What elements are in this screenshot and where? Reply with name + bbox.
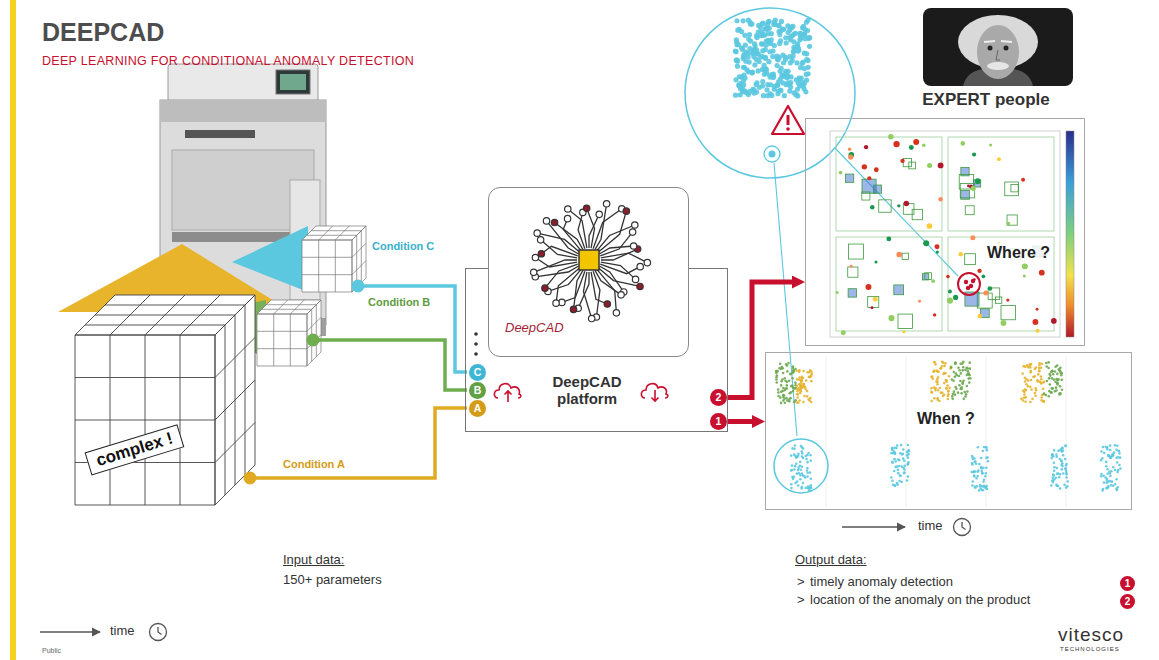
data-cubes [75, 226, 366, 505]
accent-bar [10, 0, 16, 660]
slide-title: DEEPCAD [42, 18, 164, 47]
wire-dot [244, 472, 257, 485]
wire-dot [352, 280, 365, 293]
axis-label: time [110, 624, 135, 639]
bullet-mark: > [797, 575, 805, 590]
node-text: B [469, 382, 486, 399]
node-text: A [469, 400, 486, 417]
model-box: DeepCAD [488, 187, 689, 357]
node-text: 1 [710, 413, 727, 430]
condition-label: Condition B [368, 296, 430, 309]
node-text: When ? [914, 409, 978, 428]
output-arrow [727, 282, 792, 398]
node-text: C [469, 364, 486, 381]
output-item: timely anomaly detection [810, 575, 953, 590]
classification-note: Public [42, 647, 61, 655]
input-port: B [469, 382, 486, 399]
subtitle: DEEP LEARNING FOR CONDITIONAL ANOMALY DE… [42, 54, 414, 68]
node-text: DeepCAD platform [532, 373, 642, 408]
data-cube [75, 295, 255, 505]
node-text: EXPERT people [895, 90, 1077, 110]
anomaly-timeline [774, 357, 1122, 507]
bullet-mark: > [797, 593, 805, 608]
company-logo-sub: TECHNOLOGIES [1060, 646, 1120, 653]
expert-portrait [923, 8, 1073, 86]
node-illustration [766, 353, 1133, 511]
company-logo: vitesco [1058, 624, 1124, 646]
product-heatmap [830, 131, 1074, 337]
output-arrow [727, 419, 752, 424]
node-text: DeepCAD [505, 320, 564, 336]
callout-number: 1 [1120, 576, 1135, 591]
condition-wires [250, 286, 467, 478]
output-item: location of the anomaly on the product [810, 593, 1030, 608]
section-heading: Input data: [283, 553, 344, 568]
condition-label: Condition C [372, 240, 434, 253]
input-port: C [469, 364, 486, 381]
heatmap-panel: Where ? [805, 118, 1085, 346]
time-axis [40, 519, 971, 641]
more-inputs-dots [474, 332, 478, 356]
upload-cloud-icon [494, 384, 520, 402]
zoom-leader-lines [774, 148, 958, 436]
axis-label: time [918, 519, 943, 534]
input-description: 150+ parameters [283, 573, 382, 588]
timeline-panel: When ? [765, 352, 1132, 510]
output-port: 1 [710, 413, 727, 430]
node-text: 2 [710, 389, 727, 406]
input-port: A [469, 400, 486, 417]
projection-wedge [232, 226, 308, 292]
wire-dot [307, 334, 320, 347]
platform-box: DeepCAD platform DeepCAD CBA 2 1 [465, 268, 728, 432]
expert-photo: EXPERT people [895, 8, 1081, 118]
section-heading: Output data: [795, 553, 867, 568]
callout-number: 2 [1120, 594, 1135, 609]
output-port: 2 [710, 389, 727, 406]
neural-network-icon [530, 201, 650, 322]
node-text: Where ? [984, 243, 1053, 262]
data-cube [257, 300, 321, 366]
data-cube [302, 226, 366, 292]
download-cloud-icon [641, 384, 667, 401]
condition-label: Condition A [283, 458, 345, 471]
node-illustration [806, 119, 1086, 347]
